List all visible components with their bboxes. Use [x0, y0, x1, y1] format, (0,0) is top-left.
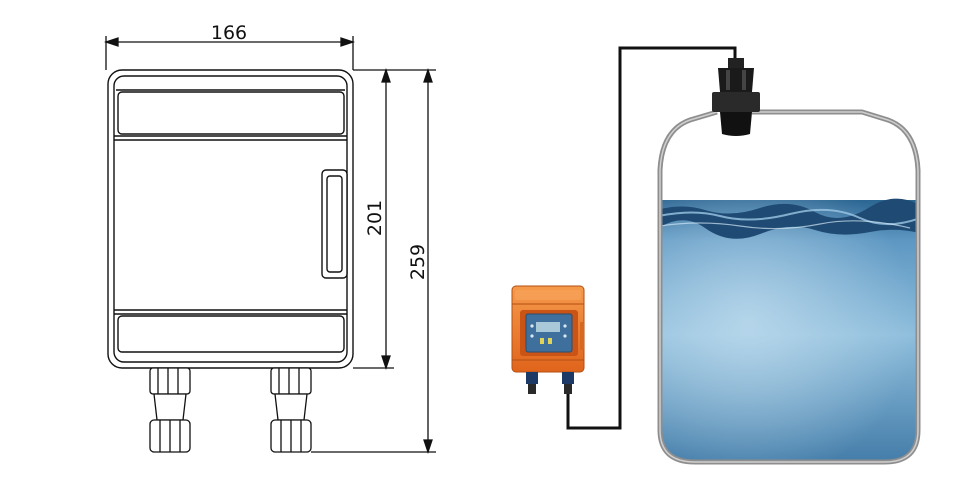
width-label: 166: [211, 22, 247, 44]
enclosure-housing: [107, 69, 354, 369]
height-dimensions: [311, 67, 436, 455]
tank-icon: [657, 109, 921, 465]
cable-gland-right: [270, 367, 312, 453]
width-dimension: [103, 36, 356, 70]
cable-gland-left: [149, 367, 191, 453]
ultrasonic-sensor-icon: [712, 58, 760, 136]
enclosure-drawing: 166: [103, 22, 436, 455]
transmitter-box-icon: [511, 285, 585, 394]
inner-height-label: 201: [364, 200, 386, 236]
water-surface: [660, 198, 918, 239]
sensor-cable: [566, 46, 737, 430]
total-height-label: 259: [407, 244, 429, 280]
